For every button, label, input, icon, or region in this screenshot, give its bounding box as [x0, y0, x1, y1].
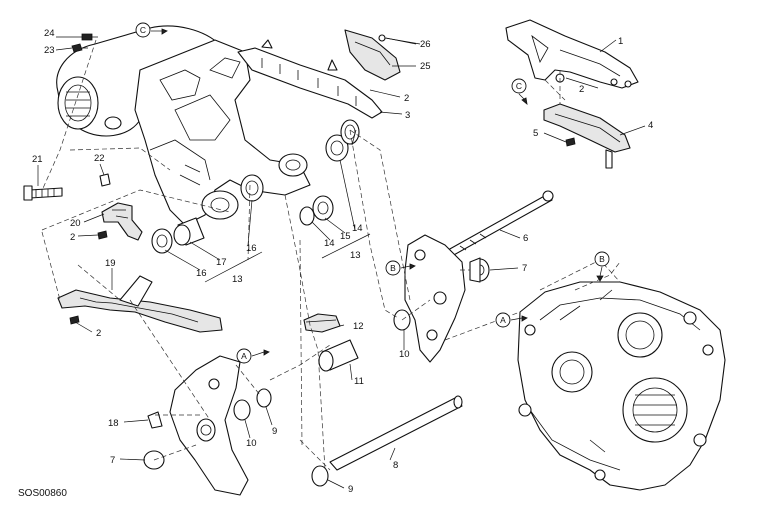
callout-18: 18 [108, 418, 119, 429]
callout-22: 22 [94, 153, 105, 164]
callout-9-bottom: 9 [348, 484, 353, 495]
reference-marker-c-left: C [135, 22, 168, 38]
callout-6: 6 [523, 233, 528, 244]
svg-text:B: B [390, 263, 396, 273]
chain-guide-19-illustration [57, 275, 223, 333]
callout-16-left: 16 [196, 268, 207, 279]
callout-21: 21 [32, 154, 43, 165]
callout-13-right: 13 [350, 250, 361, 261]
callout-4: 4 [648, 120, 653, 131]
callout-19: 19 [105, 258, 116, 269]
chain-guard-illustration [505, 19, 639, 89]
callout-23: 23 [44, 45, 55, 56]
callout-20: 20 [70, 218, 81, 229]
callout-11: 11 [354, 376, 364, 387]
callout-2-right: 2 [579, 84, 584, 95]
callout-5: 5 [533, 128, 538, 139]
callout-14-right: 14 [352, 223, 363, 234]
callout-10-center: 10 [399, 349, 410, 360]
callout-numbers: 24 23 26 25 2 3 1 2 4 5 21 22 20 2 19 2 … [32, 28, 653, 495]
reference-markers: A A B B C C [135, 22, 610, 364]
callout-9-left: 9 [272, 426, 277, 437]
bolt-21-illustration [23, 185, 63, 201]
reference-marker-c-right: C [511, 78, 528, 105]
callout-12: 12 [353, 321, 364, 332]
callout-3: 3 [405, 110, 410, 121]
callout-24: 24 [44, 28, 55, 39]
callout-1: 1 [618, 36, 623, 47]
reference-marker-a-lower: A [236, 348, 270, 364]
callout-17: 17 [216, 257, 227, 268]
sprocket-cover-illustration [344, 29, 421, 81]
pin-22-illustration [99, 173, 111, 187]
callout-2-left: 2 [70, 232, 75, 243]
callout-7-left: 7 [110, 455, 115, 466]
callout-14-left: 14 [324, 238, 335, 249]
through-bolt-6-illustration [447, 190, 554, 257]
leader-lines [37, 36, 646, 489]
reference-marker-a-upper: A [495, 312, 528, 328]
reference-marker-b-right: B [594, 251, 610, 282]
bracket-20-illustration [97, 202, 143, 241]
svg-text:C: C [140, 25, 146, 35]
callout-10-left: 10 [246, 438, 257, 449]
callout-16-right: 16 [246, 243, 257, 254]
svg-text:C: C [516, 81, 522, 91]
drawing-code: SOS00860 [18, 488, 67, 499]
swingarm-illustration [56, 25, 311, 226]
svg-text:A: A [500, 315, 506, 325]
pivot-plate-lower-left [143, 355, 272, 496]
callout-2-top: 2 [404, 93, 409, 104]
pivot-shaft-illustration [311, 395, 463, 487]
nut-7-right-illustration [469, 257, 490, 283]
engine-mount-plate-center [393, 234, 466, 363]
engine-crankcase-illustration [517, 259, 726, 491]
callout-25: 25 [420, 61, 431, 72]
callout-8: 8 [393, 460, 398, 471]
reference-marker-b-left: B [385, 260, 416, 276]
lower-chain-guard-illustration [543, 103, 631, 169]
bearing-set-upper-right [299, 119, 360, 226]
callout-26: 26 [420, 39, 431, 50]
bush-11-illustration [318, 339, 359, 372]
svg-text:A: A [241, 351, 247, 361]
callout-13-left: 13 [232, 274, 243, 285]
callout-2-bottom-left: 2 [96, 328, 101, 339]
fastener-group-top-left [39, 33, 98, 196]
callout-7-right: 7 [522, 263, 527, 274]
callout-15: 15 [340, 231, 351, 242]
bearing-set-lower-left [151, 174, 264, 254]
svg-text:B: B [599, 254, 605, 264]
